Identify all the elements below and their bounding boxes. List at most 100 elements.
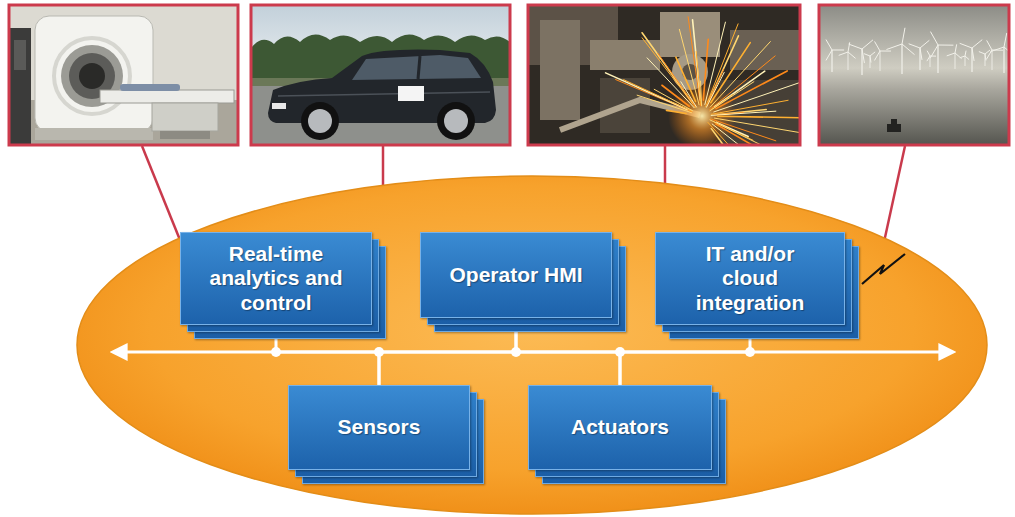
spark <box>710 120 777 145</box>
spark <box>711 111 776 115</box>
wind-turbine <box>909 44 920 48</box>
photo-leader-line <box>664 146 667 188</box>
car-photo <box>398 86 424 101</box>
bus-tap-dot <box>745 347 755 357</box>
photo-leader-line <box>142 146 180 240</box>
wind-turbine <box>930 56 931 67</box>
wind-turbine <box>955 44 957 53</box>
wind-turbine <box>880 51 881 71</box>
bus-tap-dot <box>374 347 384 357</box>
wind-farm-photo <box>819 5 1009 145</box>
wind-turbine <box>848 52 849 70</box>
wind-turbine <box>920 40 929 48</box>
car-photo <box>278 92 490 96</box>
process-box: Sensors <box>288 385 470 470</box>
wind-turbine <box>1003 47 1004 73</box>
wind-turbine <box>874 51 880 60</box>
spark <box>688 17 700 106</box>
wind-turbine <box>987 40 992 50</box>
box-label: Sensors <box>338 415 421 439</box>
wind-turbine <box>930 56 936 57</box>
box-face: IT and/or cloud integration <box>655 232 845 325</box>
wind-farm-photo <box>891 119 897 125</box>
process-box: IT and/or cloud integration <box>655 232 845 325</box>
box-label: IT and/or cloud integration <box>683 242 817 314</box>
photo-leader-line <box>382 146 385 190</box>
mri-scanner-photo <box>14 40 26 70</box>
photo-frame <box>9 5 1009 145</box>
wind-turbine <box>880 51 891 52</box>
mri-scanner-photo <box>9 5 238 145</box>
wind-turbine <box>938 45 953 46</box>
car-photo <box>437 102 475 140</box>
machinery-photo <box>590 40 660 70</box>
wind-turbine <box>831 50 832 72</box>
wind-turbine <box>832 50 844 51</box>
wind-turbine <box>972 40 982 48</box>
spark <box>637 95 691 112</box>
wind-turbine <box>864 54 870 56</box>
spark <box>710 42 770 107</box>
wind-turbine <box>960 56 965 58</box>
mri-scanner-photo <box>160 131 210 139</box>
wind-turbine <box>972 48 974 61</box>
wind-turbine <box>930 45 938 58</box>
wind-turbine <box>990 47 1004 52</box>
machinery-photo <box>660 12 720 57</box>
photo-frame <box>819 5 1009 145</box>
photo-frame <box>528 5 800 145</box>
wind-turbine <box>985 54 986 66</box>
mri-scanner-photo <box>9 5 238 145</box>
machinery-photo <box>528 5 800 145</box>
box-face: Operator HMI <box>420 232 612 318</box>
box-label: Operator HMI <box>449 263 582 287</box>
wind-turbine <box>826 40 832 50</box>
wind-turbine <box>886 44 902 50</box>
spark <box>606 17 800 145</box>
box-label: Real-time analytics and control <box>209 242 343 314</box>
car-photo <box>272 103 286 109</box>
wind-turbine <box>965 51 966 56</box>
car-photo <box>301 102 339 140</box>
wind-turbine <box>826 50 832 60</box>
lightning-bolt <box>862 254 905 284</box>
wind-farm-photo <box>819 5 1009 145</box>
spark <box>714 83 799 112</box>
spark <box>703 39 708 100</box>
car-photo <box>251 5 510 145</box>
box-face: Actuators <box>528 385 712 470</box>
wind-turbine <box>826 28 1009 75</box>
spark <box>716 124 794 145</box>
spark <box>708 122 747 145</box>
wind-turbine <box>901 44 902 74</box>
wind-turbine <box>848 52 856 58</box>
bus-tap-dot <box>615 347 625 357</box>
spark <box>712 124 777 145</box>
wind-turbine <box>955 53 956 69</box>
process-box: Actuators <box>528 385 712 470</box>
mri-scanner-photo <box>152 103 218 131</box>
wind-turbine <box>979 52 985 54</box>
spark <box>666 110 686 113</box>
wind-turbine <box>947 53 955 56</box>
wind-turbine <box>875 41 880 51</box>
mri-scanner-photo <box>120 84 180 91</box>
spark <box>718 116 800 118</box>
car-photo <box>352 55 481 80</box>
box-face: Sensors <box>288 385 470 470</box>
car-photo <box>308 109 332 133</box>
spark <box>624 80 692 112</box>
wind-turbine <box>1004 33 1007 47</box>
spark <box>716 122 748 136</box>
wind-farm-photo <box>887 124 901 132</box>
mri-scanner-photo <box>79 63 105 89</box>
machinery-photo <box>528 5 800 145</box>
system-ellipse <box>77 176 987 514</box>
wind-turbine <box>902 28 905 44</box>
bus-tap-dot <box>271 347 281 357</box>
spark <box>711 129 723 145</box>
spark <box>679 29 699 104</box>
wind-turbine <box>870 56 871 68</box>
spark <box>696 52 701 105</box>
wind-turbine <box>870 56 871 63</box>
